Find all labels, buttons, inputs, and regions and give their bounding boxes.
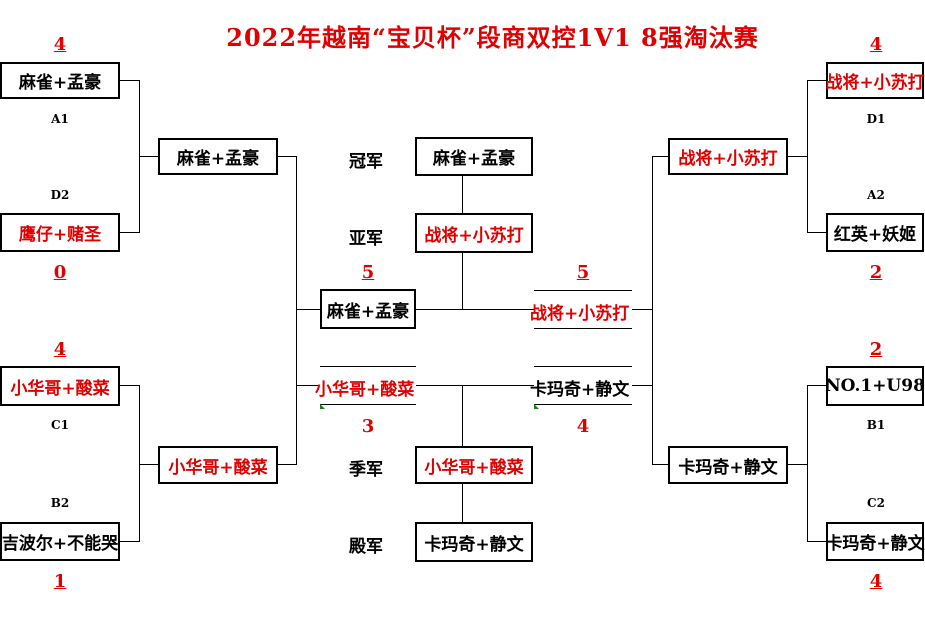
connector xyxy=(652,156,668,157)
placement-team-runner-up: 战将+小苏打 xyxy=(415,213,533,253)
team-semi-right-bottom: 卡玛奇+静文 xyxy=(530,380,630,400)
connector xyxy=(462,385,463,446)
team-semi-left-top: 麻雀+孟豪 xyxy=(320,289,416,329)
connector xyxy=(807,80,826,81)
score-semi-right-top: 5 xyxy=(576,262,590,283)
seed-left-2: D2 xyxy=(50,188,70,202)
placement-label-runner-up: 亚军 xyxy=(349,229,383,249)
connector xyxy=(462,484,463,522)
score-right-4: 4 xyxy=(869,571,883,592)
placement-label-third: 季军 xyxy=(349,460,383,480)
score-right-1: 4 xyxy=(869,34,883,55)
placement-team-champion: 麻雀+孟豪 xyxy=(415,137,533,176)
connector xyxy=(139,385,140,542)
placement-label-champion: 冠军 xyxy=(349,152,383,172)
score-left-2: 0 xyxy=(53,262,67,283)
team-left-r2-1: 麻雀+孟豪 xyxy=(158,138,278,175)
page-title: 2022年越南“宝贝杯”段商双控1V1 8强淘汰赛 xyxy=(226,23,759,52)
connector xyxy=(807,541,826,542)
team-right-r2-1: 战将+小苏打 xyxy=(668,138,788,175)
connector xyxy=(534,404,632,405)
connector xyxy=(807,385,808,542)
team-semi-right-top: 战将+小苏打 xyxy=(530,304,630,324)
connector xyxy=(462,253,463,309)
team-right-r1-4: 卡玛奇+静文 xyxy=(825,522,925,561)
connector xyxy=(120,541,139,542)
team-left-r1-4: 吉波尔+不能哭 xyxy=(0,522,120,561)
team-right-r1-2: 红英+妖姬 xyxy=(826,213,924,252)
cell-marker xyxy=(534,404,539,409)
connector xyxy=(139,464,158,465)
team-semi-left-bottom: 小华哥+酸菜 xyxy=(315,380,415,400)
seed-left-1: A1 xyxy=(51,112,69,126)
connector xyxy=(534,290,632,291)
team-left-r1-1: 麻雀+孟豪 xyxy=(0,62,120,99)
connector xyxy=(296,156,297,465)
score-semi-right-bottom: 4 xyxy=(576,416,590,437)
connector xyxy=(807,80,808,233)
seed-right-2: A2 xyxy=(867,188,885,202)
connector xyxy=(807,232,826,233)
score-left-1: 4 xyxy=(53,34,67,55)
connector xyxy=(278,464,296,465)
connector xyxy=(788,156,807,157)
connector xyxy=(652,156,653,465)
score-right-3: 2 xyxy=(869,339,883,360)
connector xyxy=(320,366,416,367)
connector xyxy=(296,385,320,386)
placement-label-fourth: 殿军 xyxy=(349,537,383,557)
team-right-r1-1: 战将+小苏打 xyxy=(825,62,925,99)
connector xyxy=(632,309,652,310)
connector xyxy=(807,385,826,386)
connector xyxy=(788,464,807,465)
seed-left-4: B2 xyxy=(50,496,70,510)
score-semi-left-top: 5 xyxy=(361,262,375,283)
team-left-r2-2: 小华哥+酸菜 xyxy=(158,446,278,484)
connector xyxy=(416,385,534,386)
connector xyxy=(462,176,463,213)
connector xyxy=(120,80,139,81)
connector xyxy=(652,464,668,465)
connector xyxy=(416,309,534,310)
team-right-r1-3: NO.1+U98 xyxy=(825,366,925,406)
connector xyxy=(320,404,416,405)
connector xyxy=(534,328,632,329)
connector xyxy=(120,232,139,233)
seed-right-3: B1 xyxy=(866,418,886,432)
score-semi-left-bottom: 3 xyxy=(361,416,375,437)
score-left-4: 1 xyxy=(53,571,67,592)
connector xyxy=(296,309,320,310)
score-right-2: 2 xyxy=(869,262,883,283)
placement-team-third: 小华哥+酸菜 xyxy=(415,446,533,484)
connector xyxy=(278,156,296,157)
score-left-3: 4 xyxy=(53,339,67,360)
team-left-r1-3: 小华哥+酸菜 xyxy=(0,366,120,406)
seed-right-4: C2 xyxy=(867,496,885,510)
connector xyxy=(120,385,139,386)
team-right-r2-2: 卡玛奇+静文 xyxy=(668,446,788,484)
connector xyxy=(534,366,632,367)
connector xyxy=(139,156,158,157)
team-left-r1-2: 鹰仔+赌圣 xyxy=(0,213,120,252)
connector xyxy=(632,385,652,386)
seed-right-1: D1 xyxy=(866,112,886,126)
cell-marker xyxy=(320,404,325,409)
seed-left-3: C1 xyxy=(51,418,69,432)
placement-team-fourth: 卡玛奇+静文 xyxy=(415,522,533,562)
